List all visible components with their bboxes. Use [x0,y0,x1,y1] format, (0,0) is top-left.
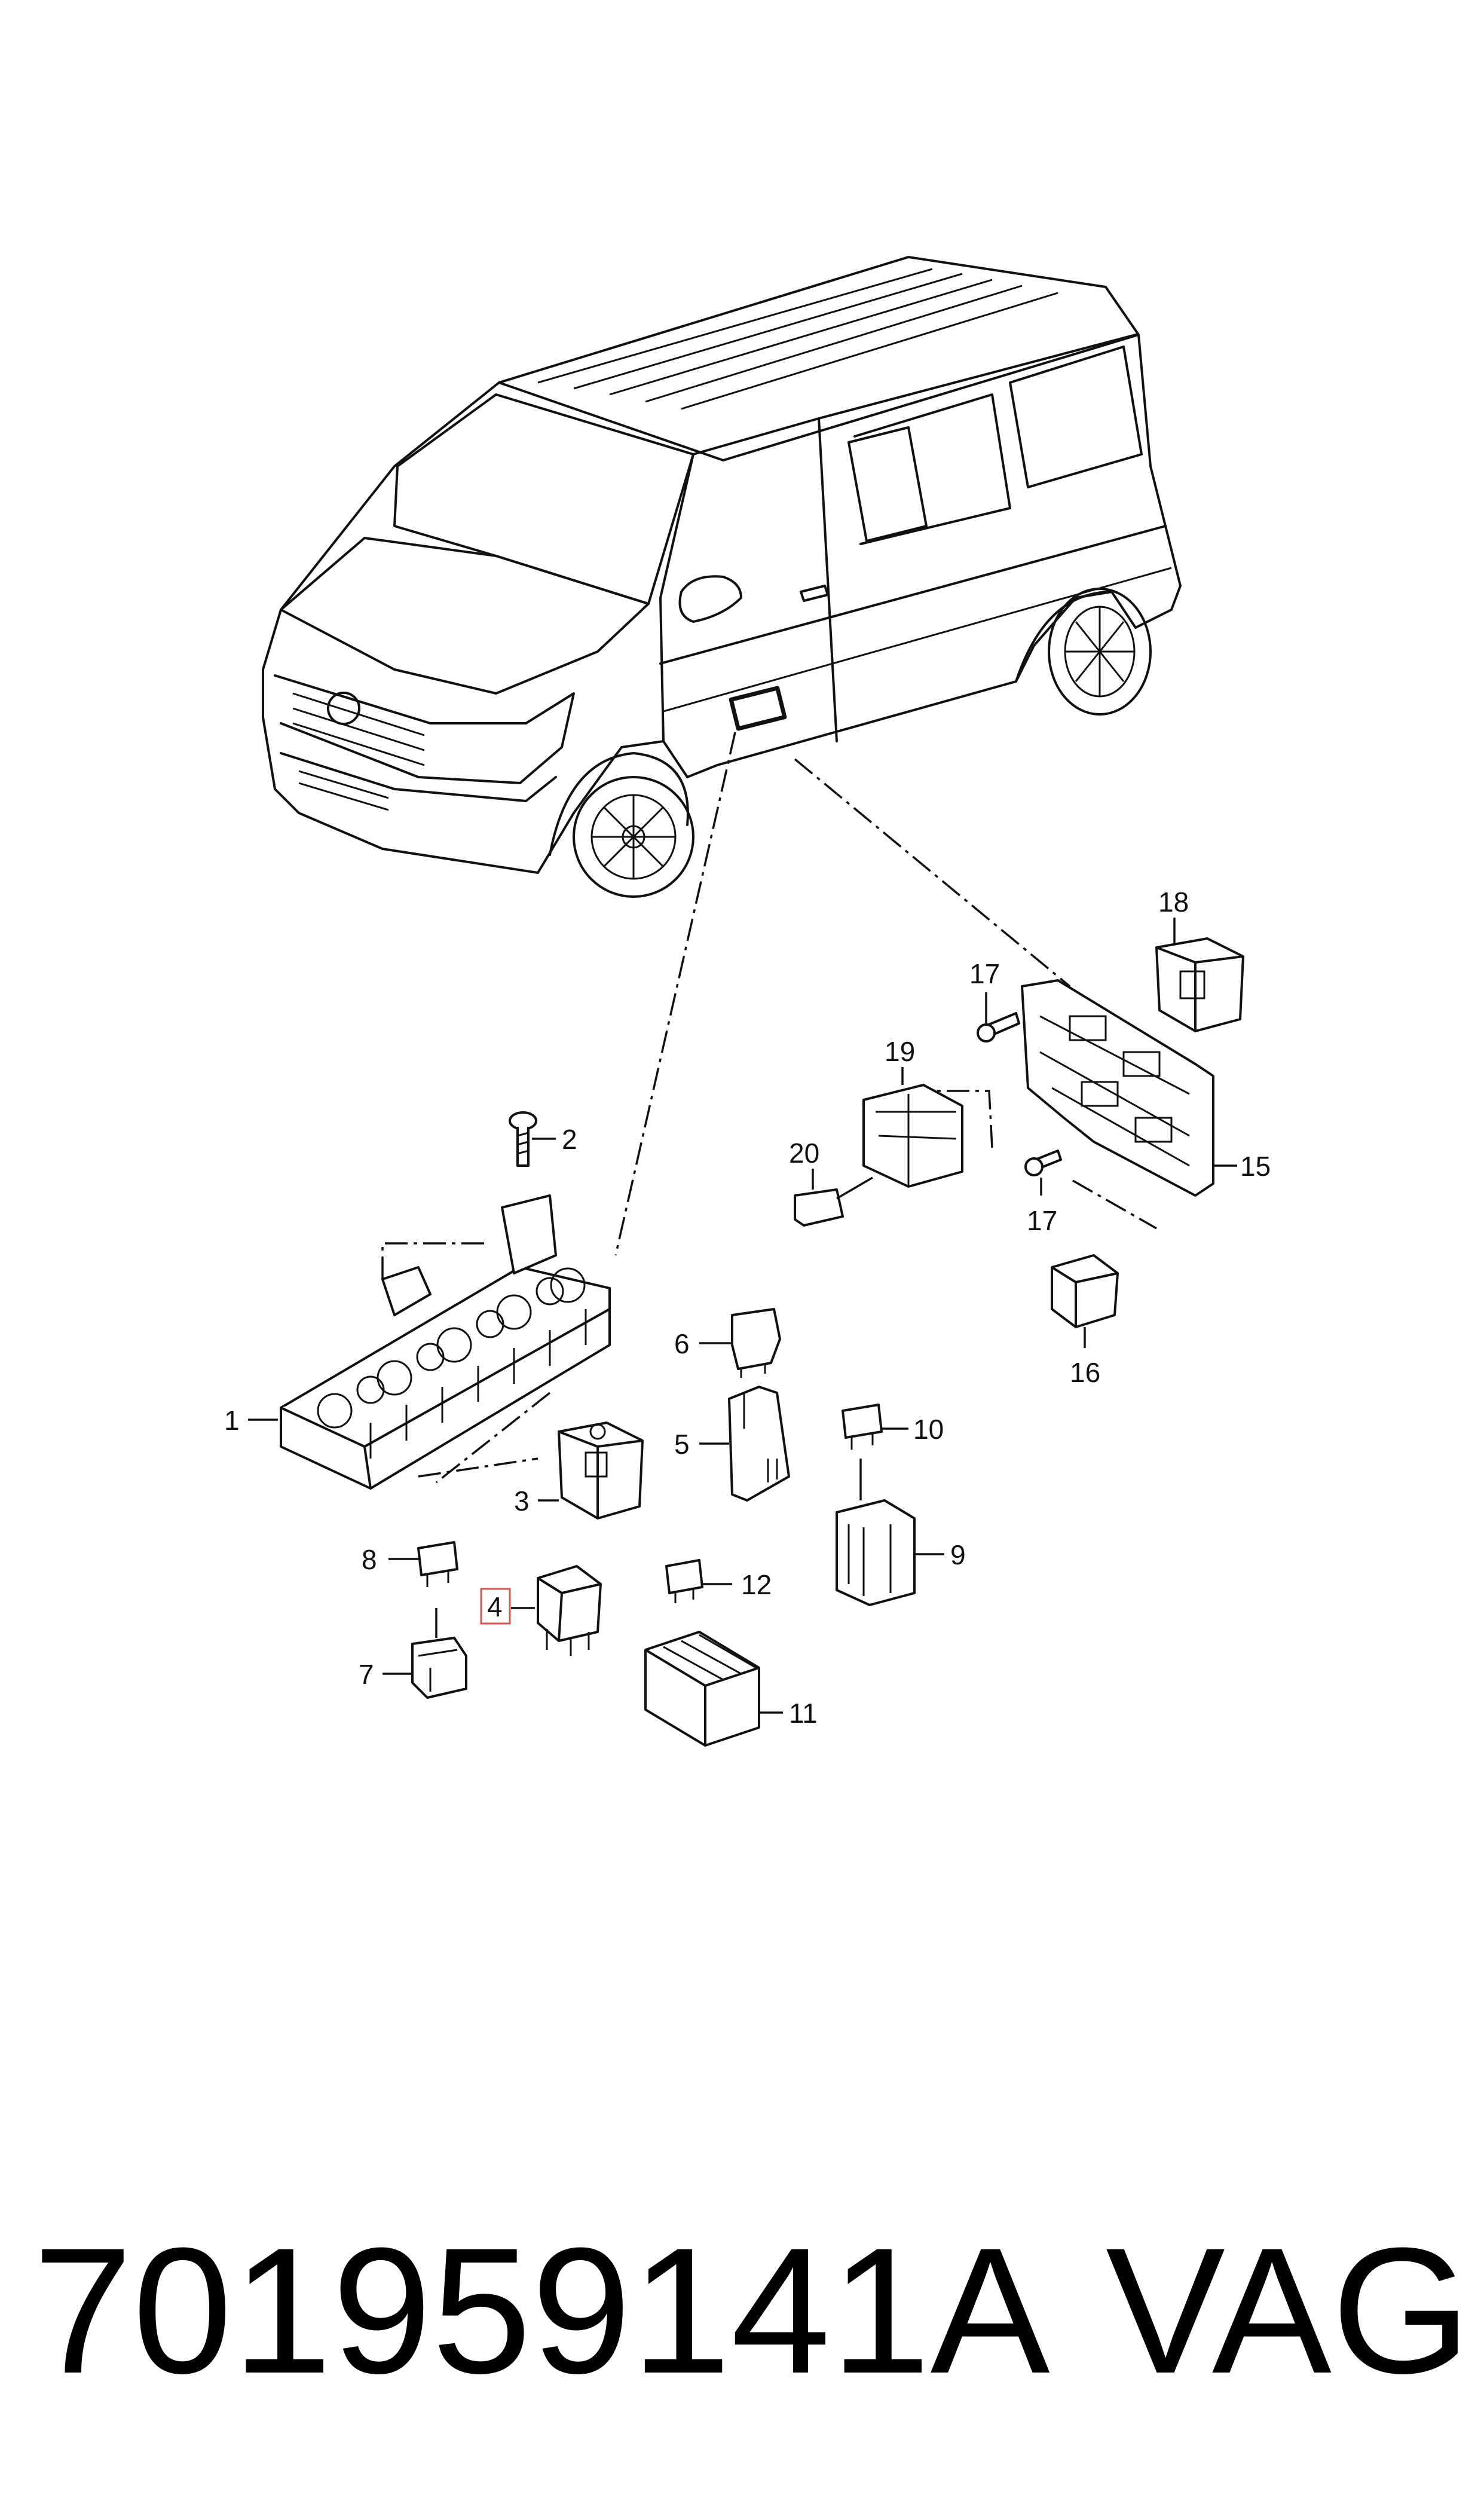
callout-5: 5 [674,1429,690,1460]
callout-1: 1 [224,1405,240,1436]
callout-4-highlight [480,1588,511,1625]
callout-11: 11 [789,1698,818,1729]
callout-3: 3 [514,1485,530,1517]
part-4-relay [537,1565,602,1656]
callout-4: 4 [487,1591,503,1622]
callout-19: 19 [885,1036,915,1067]
callout-16: 16 [1070,1357,1100,1388]
part-7-holder [411,1608,467,1699]
callout-17-lower: 17 [1027,1205,1057,1236]
callout-18: 18 [1158,886,1189,918]
location-leaders [381,732,1157,1484]
callout-10: 10 [913,1414,944,1445]
callout-6: 6 [674,1328,690,1359]
part-20-clip [794,1176,873,1227]
callout-20: 20 [789,1138,819,1169]
part-17-screws [977,1012,1062,1176]
part-16-relay [1051,1254,1119,1328]
part-1-fuse-carrier [280,1194,611,1490]
part-12-mini-fuse [665,1559,703,1603]
callout-8: 8 [362,1544,377,1575]
part-11-fuse-block [644,1631,760,1747]
footer: 701959141A VAG [0,2212,1484,2409]
brand-name: VAG [1106,2210,1471,2411]
part-10-mini-fuse [842,1404,883,1450]
part-9-connector [836,1459,916,1606]
part-8-mini-fuse [417,1541,458,1587]
part-2-screw [509,1111,537,1167]
callout-2: 2 [562,1124,577,1155]
van-illustration [262,256,1182,898]
callout-15: 15 [1240,1151,1271,1182]
callout-7: 7 [359,1659,374,1690]
callout-12: 12 [741,1569,772,1600]
callout-labels: 1 2 3 4 5 6 7 8 9 10 11 12 15 16 17 17 [224,886,1271,1729]
part-number: 701959141A [33,2210,1050,2411]
part-18-relay-holder [1155,937,1244,1032]
part-5-fuse-holder [728,1386,790,1502]
callout-17-upper: 17 [969,958,1000,989]
part-3-relay-holder [558,1421,644,1520]
part-6-fuse [731,1308,781,1378]
callout-9: 9 [950,1539,966,1570]
part-15-bracket [1021,979,1214,1197]
part-19-connector [862,1067,963,1188]
